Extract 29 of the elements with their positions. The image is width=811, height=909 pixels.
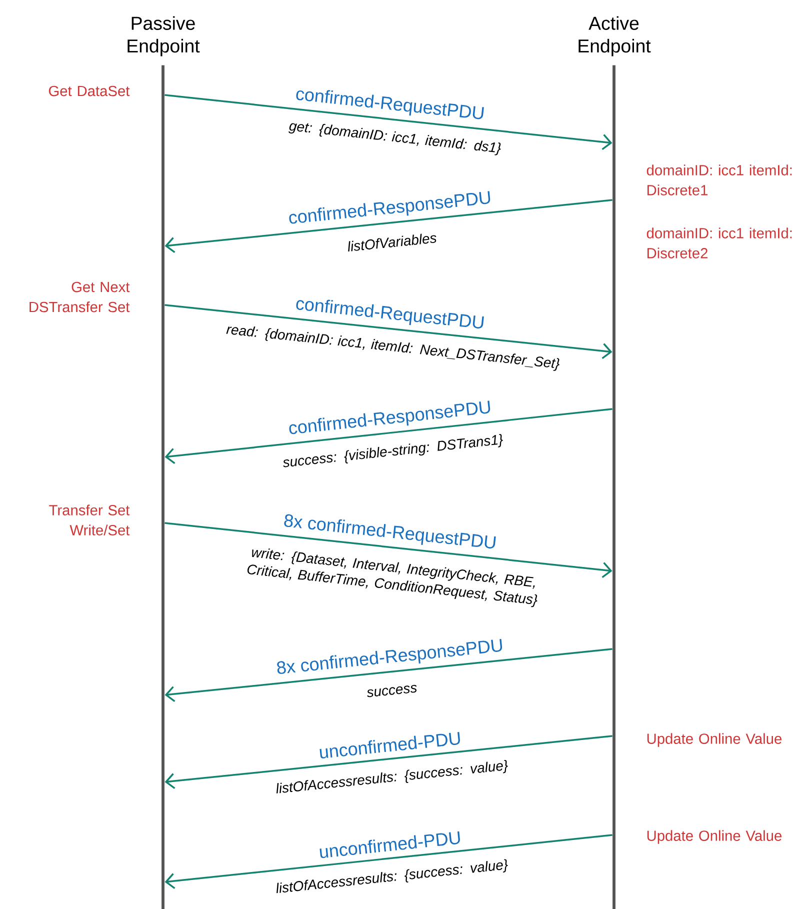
message-text: listOfAccessresults: {success: value} (276, 859, 508, 894)
node-label: Passive Endpoint (128, 16, 200, 56)
arrow (164, 304, 612, 360)
note-text: Transfer Set Write/Set (49, 504, 130, 536)
note-text: Update Online Value (647, 733, 782, 747)
edge-label: 8x confirmed-RequestPDU (284, 514, 496, 548)
edge-label: confirmed-RequestPDU (296, 90, 484, 120)
edge-label: unconfirmed-PDU (320, 831, 460, 858)
arrow (164, 522, 612, 578)
arrow (164, 408, 612, 464)
note-text: Update Online Value (647, 830, 782, 844)
arrow (164, 735, 612, 790)
message-text: listOfVariables (348, 234, 436, 252)
message-text: listOfAccessresults: {success: value} (276, 760, 508, 794)
note-text: Get DataSet (48, 86, 130, 96)
note-text: domainID: icc1 itemId: Discrete2 (646, 228, 792, 258)
message-text: success (367, 684, 417, 698)
message-text: success: {visible-string: DSTrans1} (283, 434, 503, 468)
message-text: get: {domainID: icc1, itemId: ds1} (288, 123, 501, 156)
edge-label: unconfirmed-PDU (320, 732, 460, 758)
note-text: domainID: icc1 itemId: Discrete1 (646, 164, 792, 196)
note-text: Get Next DSTransfer Set (30, 282, 130, 312)
message-text: write: {Dataset, Interval, IntegrityCheck, RBE, Critical, BufferTime, ConditionRequest, Status} (247, 548, 538, 608)
arrow (164, 199, 612, 254)
arrow (164, 834, 612, 890)
edge-label: confirmed-RequestPDU (296, 300, 484, 328)
arrow (164, 648, 612, 702)
node-label: Active Endpoint (578, 16, 651, 56)
arrow (164, 94, 612, 150)
